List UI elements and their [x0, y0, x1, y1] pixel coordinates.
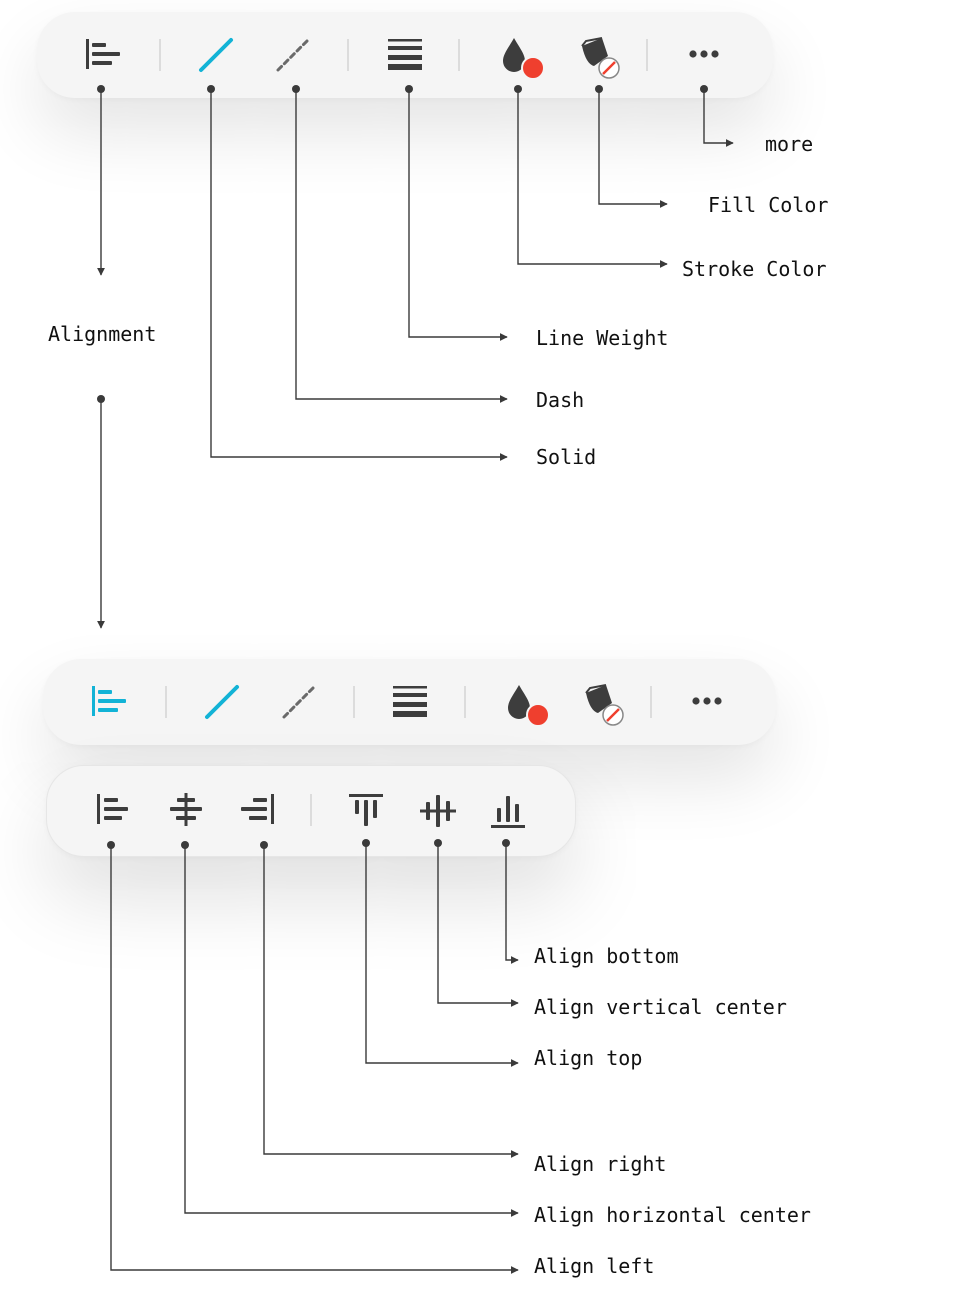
label-alignment: Alignment — [48, 322, 157, 346]
more-icon[interactable] — [690, 695, 724, 707]
toolbar-separator — [159, 39, 161, 71]
line-dash-icon[interactable] — [280, 683, 318, 721]
align-right-icon[interactable] — [238, 792, 276, 828]
label-align-vertical-center: Align vertical center — [534, 995, 787, 1019]
line-solid-icon[interactable] — [203, 683, 241, 721]
paint-bucket-icon[interactable] — [577, 681, 627, 729]
line-dash-icon[interactable] — [274, 36, 312, 74]
leader-more — [703, 89, 734, 147]
label-line-weight: Line Weight — [536, 326, 669, 350]
align-bottom-icon[interactable] — [489, 792, 527, 830]
leader-align-top — [365, 843, 519, 1067]
leader-align-bottom — [505, 843, 519, 964]
toolbar-separator — [165, 686, 167, 718]
toolbar-separator — [646, 39, 648, 71]
line-solid-icon[interactable] — [197, 36, 235, 74]
toolbar-separator — [310, 794, 312, 826]
leader-line-weight — [408, 89, 508, 341]
toolbar-separator — [650, 686, 652, 718]
label-solid: Solid — [536, 445, 597, 469]
line-weight-icon[interactable] — [392, 683, 428, 719]
main-toolbar — [37, 12, 773, 98]
ink-drop-icon[interactable] — [500, 34, 546, 80]
line-weight-icon[interactable] — [387, 36, 423, 72]
leader-align-right — [263, 845, 519, 1158]
label-dash: Dash — [536, 388, 585, 412]
leader-solid — [210, 89, 508, 461]
toolbar-separator — [353, 686, 355, 718]
align-left-icon[interactable] — [85, 37, 125, 73]
label-align-horizontal-center: Align horizontal center — [534, 1203, 811, 1227]
label-align-left: Align left — [534, 1254, 655, 1278]
toolbar-separator — [347, 39, 349, 71]
main-toolbar-active — [43, 659, 776, 745]
leader-dash — [295, 89, 508, 403]
leader-align-horizontal-center — [184, 845, 519, 1217]
leader-align-vertical-center — [437, 843, 519, 1007]
align-left-icon[interactable] — [95, 792, 133, 828]
toolbar-separator — [458, 39, 460, 71]
toolbar-separator — [464, 686, 466, 718]
paint-bucket-icon[interactable] — [573, 34, 623, 82]
align-top-icon[interactable] — [347, 792, 385, 830]
label-align-bottom: Align bottom — [534, 944, 679, 968]
leader-stroke-color — [517, 89, 668, 268]
align-horizontal-center-icon[interactable] — [167, 792, 205, 828]
label-more: more — [765, 132, 814, 156]
label-align-right: Align right — [534, 1152, 667, 1176]
align-vertical-center-icon[interactable] — [419, 792, 457, 830]
label-fill-color: Fill Color — [708, 193, 829, 217]
label-align-top: Align top — [534, 1046, 643, 1070]
more-icon[interactable] — [687, 48, 721, 60]
ink-drop-icon[interactable] — [505, 681, 551, 727]
align-left-icon[interactable] — [91, 684, 131, 720]
label-stroke-color: Stroke Color — [682, 257, 827, 281]
alignment-toolbar — [46, 765, 576, 857]
leader-fill-color — [598, 89, 668, 208]
leader-align-left — [110, 845, 519, 1274]
